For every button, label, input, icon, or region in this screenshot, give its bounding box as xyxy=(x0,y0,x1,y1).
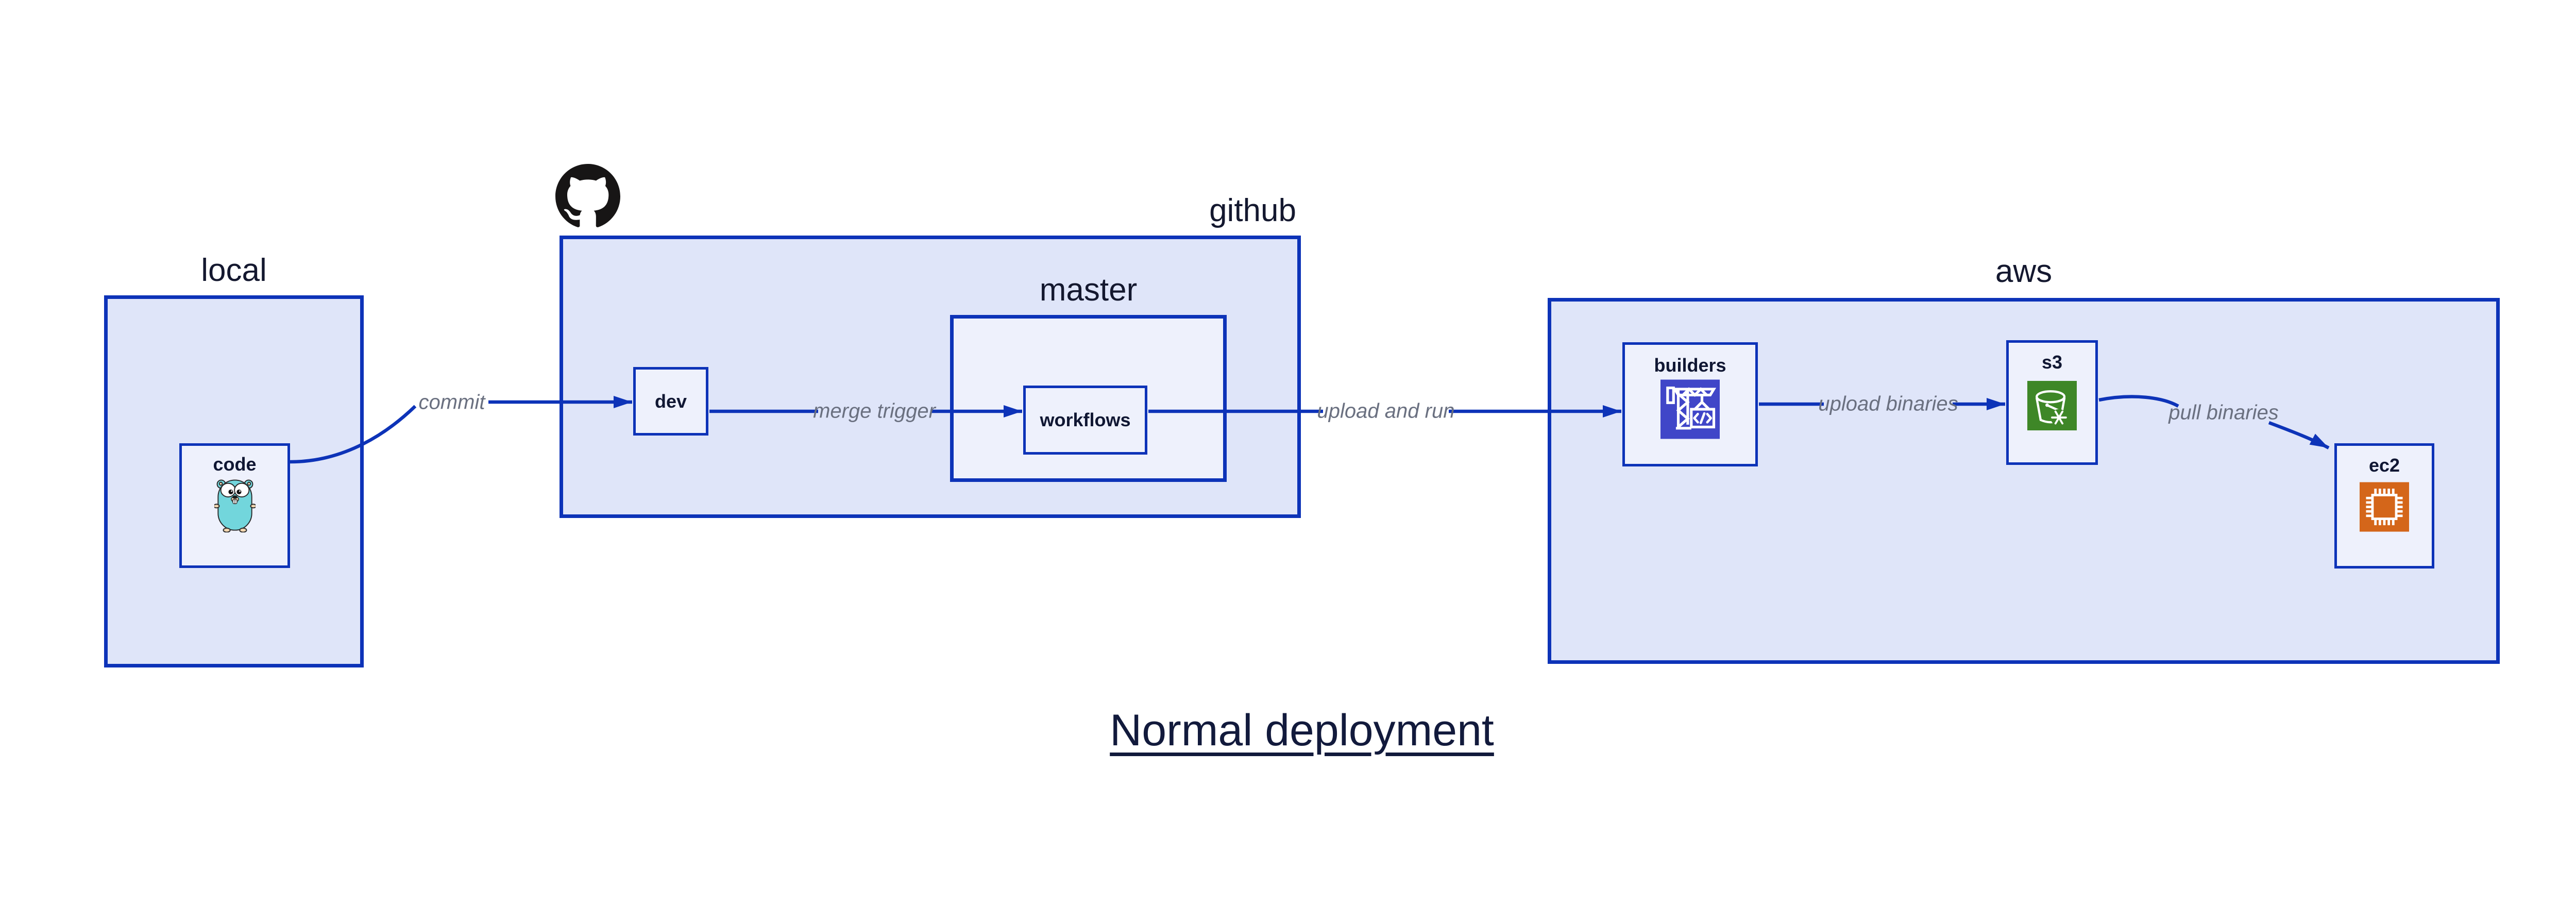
s3-bucket-snowflake-icon xyxy=(2027,381,2077,430)
go-gopher-icon xyxy=(214,479,256,532)
edge-commit-label: commit xyxy=(418,391,485,414)
node-builders-label: builders xyxy=(1654,355,1726,376)
node-s3-label: s3 xyxy=(2041,352,2063,373)
cluster-local-label: local xyxy=(201,253,267,288)
codebuild-crane-icon xyxy=(1660,379,1720,439)
edge-pull-binaries-label: pull binaries xyxy=(2168,401,2279,424)
node-ec2: ec2 xyxy=(2334,443,2434,569)
node-s3: s3 xyxy=(2006,340,2098,465)
cluster-github-label: github xyxy=(1209,193,1296,228)
node-code: code xyxy=(179,443,290,568)
node-ec2-label: ec2 xyxy=(2368,455,2400,476)
github-octocat-icon xyxy=(555,164,620,227)
node-code-label: code xyxy=(213,454,257,475)
edge-upload-binaries-label: upload binaries xyxy=(1818,392,1958,415)
edge-upload-and-run-label: upload and run xyxy=(1317,399,1455,423)
cluster-master-label: master xyxy=(1039,272,1138,308)
node-workflows-label: workflows xyxy=(1040,409,1131,430)
node-dev: dev xyxy=(633,367,708,436)
diagram-title: Normal deployment xyxy=(1110,706,1494,755)
edge-merge-trigger-label: merge trigger xyxy=(813,399,936,423)
cluster-aws-label: aws xyxy=(1995,254,2053,289)
node-workflows: workflows xyxy=(1023,386,1147,455)
node-dev-label: dev xyxy=(654,390,687,412)
node-builders: builders xyxy=(1622,342,1758,466)
ec2-chip-icon xyxy=(2360,482,2409,532)
